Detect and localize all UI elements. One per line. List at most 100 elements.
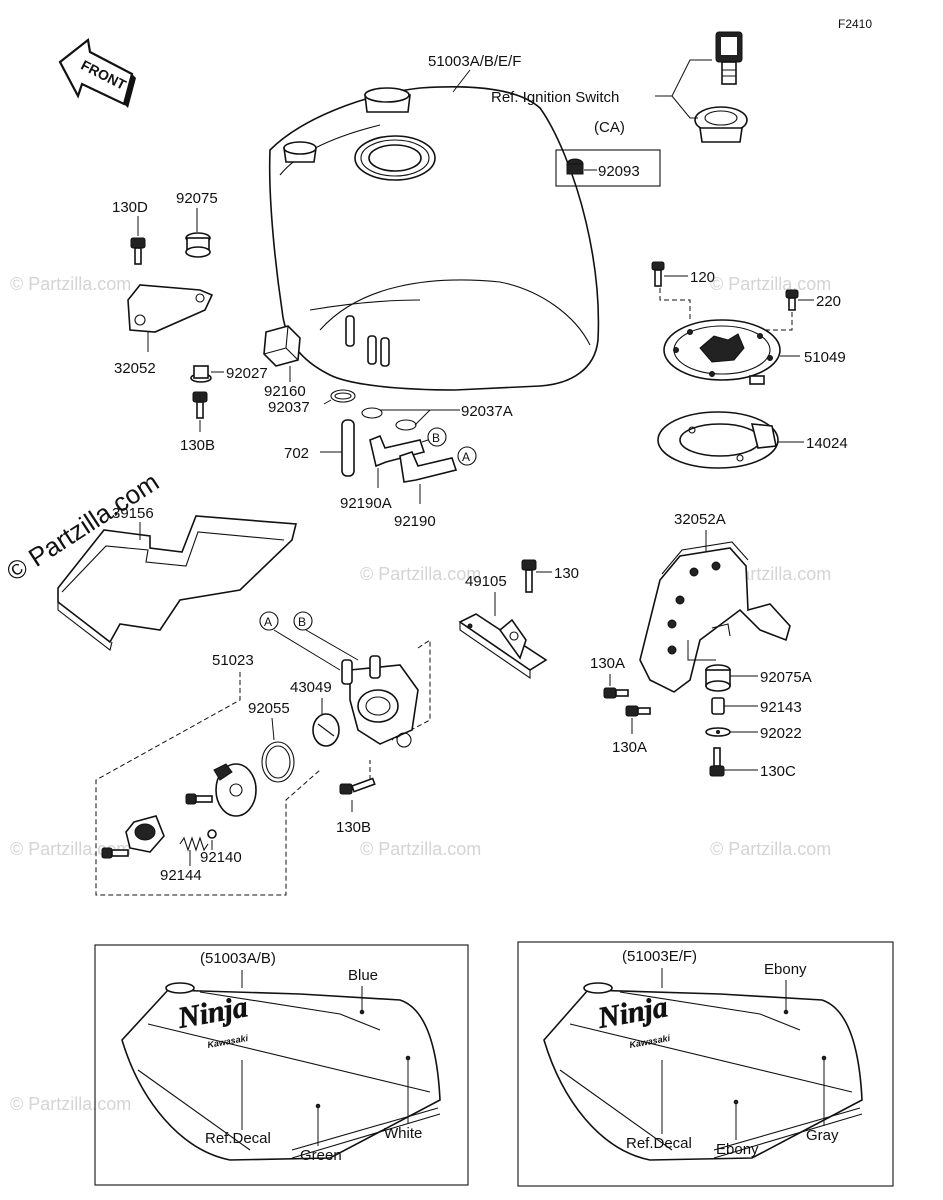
bolt-130B-icon (192, 391, 208, 419)
marker-b: B (432, 431, 440, 445)
screw-valve-icon (185, 793, 213, 805)
washer-92022-icon (705, 727, 731, 737)
ball-92140-icon (207, 829, 217, 839)
clamp-92037-icon (330, 389, 356, 403)
screw-220-icon (785, 289, 799, 311)
callout-130: 130 (554, 565, 579, 582)
callout-ca: (CA) (594, 119, 625, 136)
callout-32052A: 32052A (674, 511, 726, 528)
callout-702: 702 (284, 445, 309, 462)
callout-92022: 92022 (760, 725, 802, 742)
fuel-cap-51049-icon (663, 319, 781, 385)
bolt-130A-1-icon (603, 687, 629, 699)
watermark: © Partzilla.com (710, 839, 831, 859)
collar-92027-icon (190, 365, 212, 383)
screw-120-icon (651, 261, 665, 287)
callout-120: 120 (690, 269, 715, 286)
callout-51049: 51049 (804, 349, 846, 366)
front-arrow-icon: FRONT (58, 37, 136, 108)
bolt-130-icon (521, 559, 537, 593)
variant-1-color-stripe: White (384, 1125, 422, 1142)
callout-92075: 92075 (176, 190, 218, 207)
hose-702-icon (341, 419, 355, 477)
callout-130A-2: 130A (612, 739, 647, 756)
callout-92027: 92027 (226, 365, 268, 382)
callout-220: 220 (816, 293, 841, 310)
clamp-92037A-icon (361, 407, 417, 431)
variant-2-color-top: Ebony (764, 961, 807, 978)
knob-icon (125, 815, 165, 853)
spring-92144-icon (179, 836, 209, 852)
fuel-tank (268, 69, 600, 391)
variant-2-color-stripe: Gray (806, 1127, 839, 1144)
fuel-valve-body-icon (341, 655, 419, 748)
variant-2-color-lower: Ebony (716, 1141, 759, 1158)
callout-92190: 92190 (394, 513, 436, 530)
watermark: © Partzilla.com (10, 274, 131, 294)
callout-51023: 51023 (212, 652, 254, 669)
plug-92093-icon (566, 158, 584, 175)
ignition-key-icon (694, 31, 748, 143)
watermark-layer: © Partzilla.com © Partzilla.com © Partzi… (1, 274, 831, 1114)
marker-b-bottom: B (298, 615, 306, 629)
variant-2-decal: Ref.Decal (626, 1135, 692, 1152)
callout-32052: 32052 (114, 360, 156, 377)
ca-box (555, 149, 661, 187)
watermark: © Partzilla.com (10, 1094, 131, 1114)
variant-1-color-lower: Green (300, 1147, 342, 1164)
callout-43049: 43049 (290, 679, 332, 696)
callout-14024: 14024 (806, 435, 848, 452)
oring-92055-icon (261, 741, 295, 783)
callout-ignition-ref: Ref. Ignition Switch (491, 89, 619, 106)
ninja-logo-1: Ninja (175, 990, 251, 1035)
bolt-130D-icon (130, 237, 146, 265)
variant-1-color-top: Blue (348, 967, 378, 984)
hose-92190-icon (399, 451, 458, 483)
callout-130B-bottom: 130B (336, 819, 371, 836)
callout-49105: 49105 (465, 573, 507, 590)
valve-lever-plate-icon (213, 763, 257, 817)
hose-92190A-icon (369, 434, 426, 468)
callout-92190A: 92190A (340, 495, 392, 512)
gasket-14024-icon (657, 411, 779, 469)
variant-1-decal: Ref.Decal (205, 1130, 271, 1147)
callout-92140: 92140 (200, 849, 242, 866)
damper-92075A-icon (705, 664, 731, 692)
diaphragm-43049-icon (312, 713, 340, 747)
bracket-32052A-icon (639, 541, 791, 693)
callout-92143: 92143 (760, 699, 802, 716)
callout-92160: 92160 (264, 383, 306, 400)
callout-92093: 92093 (598, 163, 640, 180)
callout-130B-top: 130B (180, 437, 215, 454)
watermark: © Partzilla.com (360, 839, 481, 859)
marker-a: A (462, 450, 470, 464)
callout-92144: 92144 (160, 867, 202, 884)
screw-knob-icon (101, 847, 129, 859)
callout-92037: 92037 (268, 399, 310, 416)
variant-panel-1: (51003A/B) Ninja Kawasaki Blue White Gre… (94, 944, 469, 1186)
watermark: © Partzilla.com (10, 839, 131, 859)
watermark: © Partzilla.com (710, 274, 831, 294)
callout-130A-1: 130A (590, 655, 625, 672)
bolt-130A-2-icon (625, 705, 651, 717)
callout-92037A: 92037A (461, 403, 513, 420)
callout-130C: 130C (760, 763, 796, 780)
bolt-130C-icon (709, 747, 725, 777)
variant-panel-2: (51003E/F) Ninja Kawasaki Ebony Gray Ebo… (517, 941, 894, 1187)
callout-39156: 39156 (112, 505, 154, 522)
bracket-49105-icon (458, 613, 548, 680)
callout-92075A: 92075A (760, 669, 812, 686)
bolt-130B-bottom-icon (339, 777, 376, 795)
mat-39156-icon (57, 515, 298, 651)
tank-side-view-1 (121, 982, 441, 1161)
marker-a-bottom: A (264, 615, 272, 629)
tank-side-view-2 (543, 982, 863, 1161)
bracket-32052-icon (127, 284, 214, 333)
variant-1-code: (51003A/B) (200, 950, 276, 967)
variant-2-code: (51003E/F) (622, 948, 697, 965)
callout-130D: 130D (112, 199, 148, 216)
figure-code: F2410 (838, 17, 872, 31)
watermark: © Partzilla.com (360, 564, 481, 584)
grommet-92075-icon (185, 232, 211, 258)
callout-tank: 51003A/B/E/F (428, 53, 521, 70)
